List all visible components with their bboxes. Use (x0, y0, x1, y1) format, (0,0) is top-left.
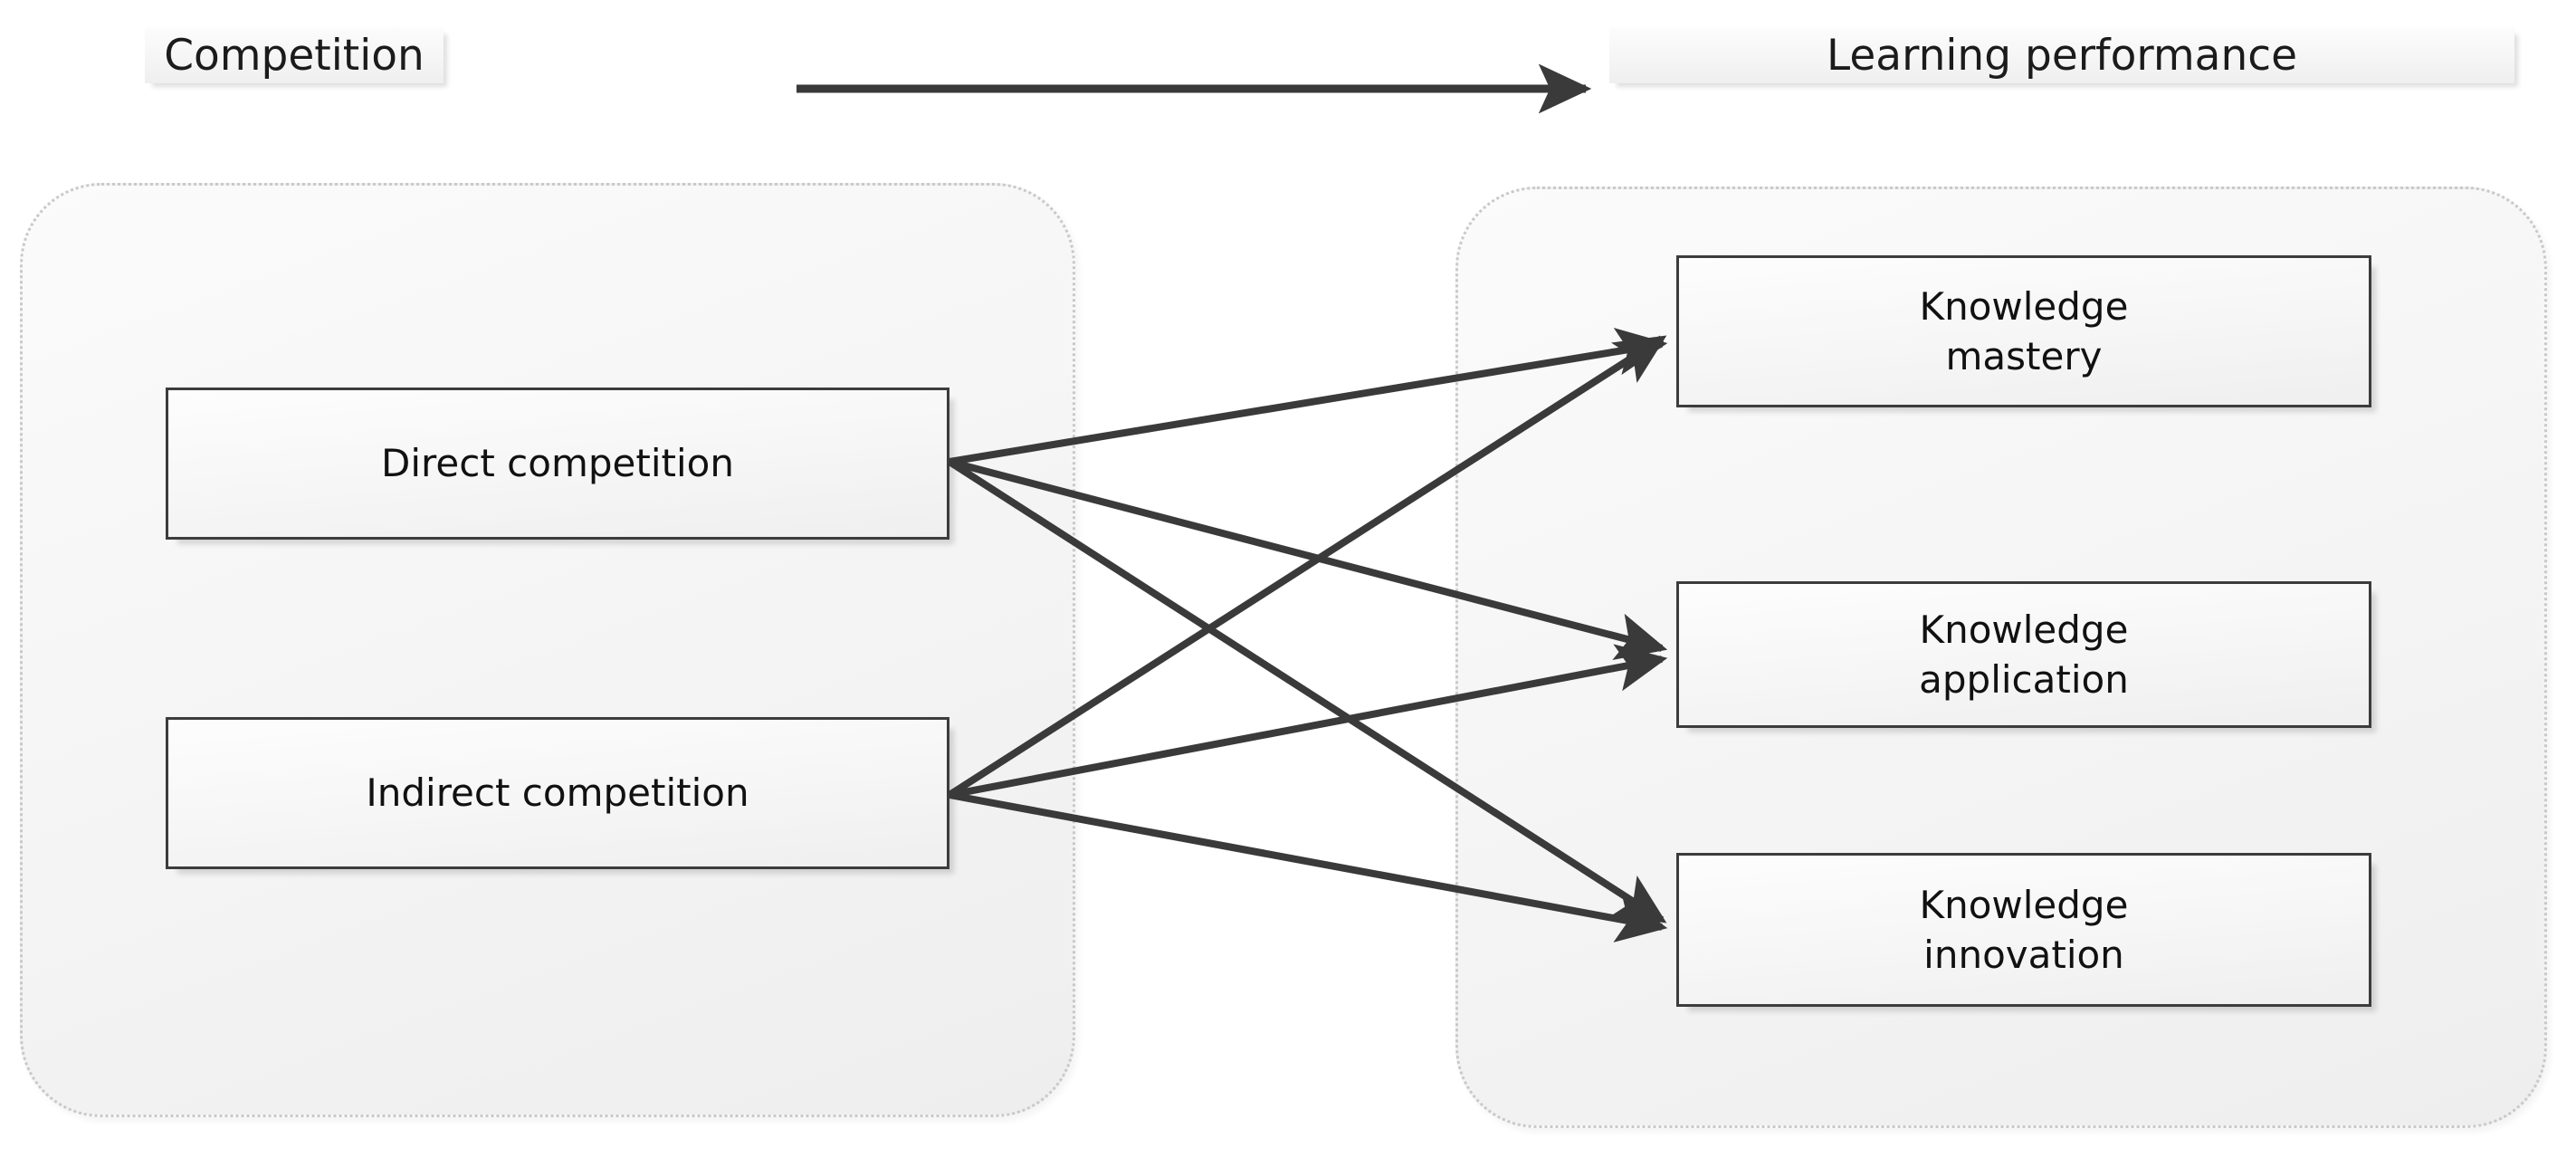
header-competition-label: Competition (164, 30, 425, 81)
group-container-competition (20, 183, 1075, 1117)
node-knowledge-mastery: Knowledge mastery (1676, 255, 2371, 407)
header-competition: Competition (145, 27, 444, 83)
node-knowledge-application: Knowledge application (1676, 581, 2371, 728)
node-knowledge-mastery-label-line1: Knowledge (1919, 283, 2129, 329)
node-direct-competition-label: Direct competition (381, 441, 734, 486)
node-knowledge-innovation: Knowledge innovation (1676, 853, 2371, 1007)
node-knowledge-application-label-line1: Knowledge (1919, 607, 2129, 652)
node-knowledge-application-label-line2: application (1919, 657, 2129, 702)
node-indirect-competition-label: Indirect competition (366, 770, 749, 816)
header-learning-performance: Learning performance (1609, 27, 2514, 83)
node-knowledge-mastery-label-line2: mastery (1945, 334, 2103, 378)
node-indirect-competition: Indirect competition (166, 717, 949, 869)
header-learning-performance-label: Learning performance (1827, 30, 2297, 81)
node-knowledge-innovation-label-line1: Knowledge (1919, 882, 2129, 927)
node-direct-competition: Direct competition (166, 388, 949, 540)
node-knowledge-innovation-label-line2: innovation (1923, 933, 2124, 977)
